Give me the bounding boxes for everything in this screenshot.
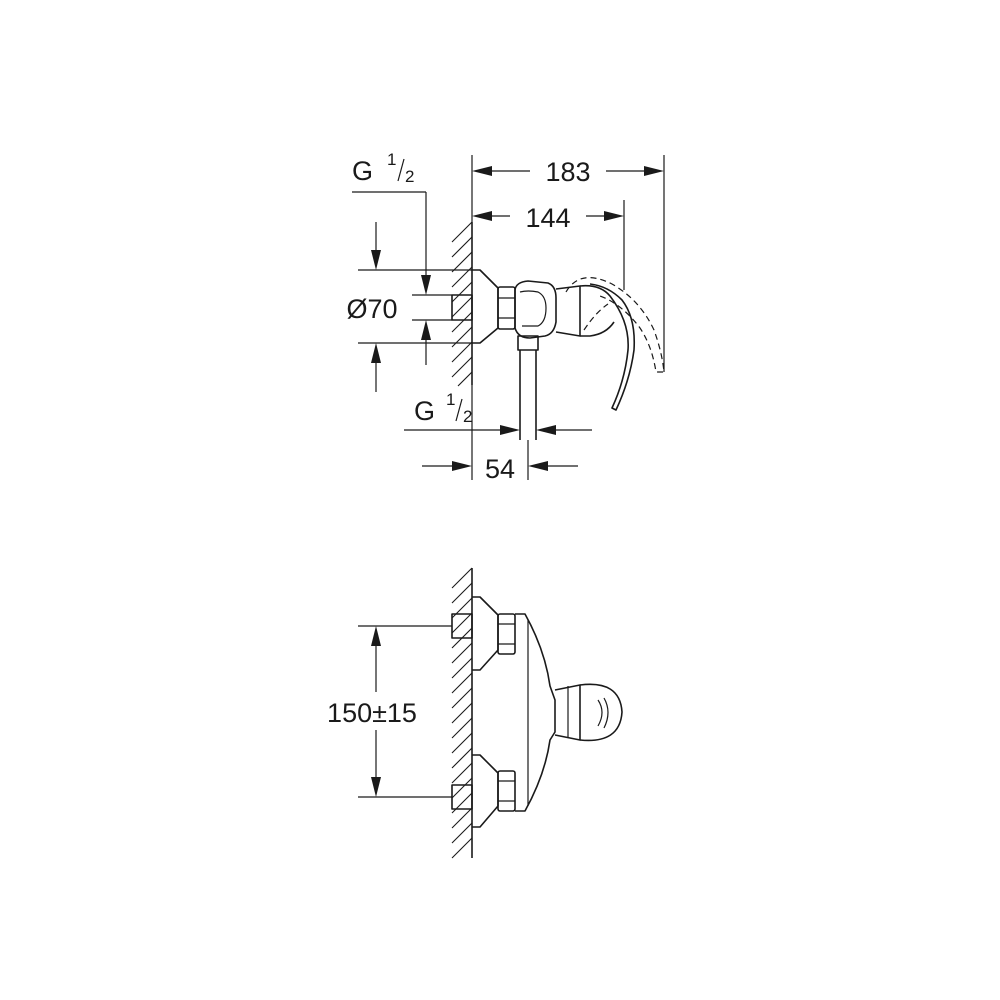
- wall-hatch-front: [451, 567, 473, 859]
- mixer-body: [514, 280, 557, 339]
- inlet-thread-den: 2: [405, 167, 414, 186]
- inlet-thread-num: 1: [387, 150, 396, 169]
- dim-outlet-thread: G 1 2: [404, 390, 592, 435]
- outlet-pipe: [517, 335, 539, 440]
- escutcheon: [472, 269, 499, 344]
- lower-inlet: [451, 754, 516, 828]
- inlet-thread-prefix: G: [352, 156, 373, 186]
- wall-hatch-side: [451, 221, 473, 387]
- lever-handle: [579, 283, 636, 411]
- dim-inlet-spacing: 150±15: [327, 625, 452, 798]
- dim-lever-projection: 144: [472, 200, 625, 290]
- dim-inlet-thread: G 1 2: [352, 150, 452, 365]
- outlet-thread-den: 2: [463, 407, 472, 426]
- dim-lever-label: 144: [525, 203, 570, 233]
- lever-knob-front: [554, 683, 623, 742]
- inlet-spacing-label: 150±15: [327, 698, 417, 728]
- front-view: 150±15: [327, 567, 623, 859]
- side-view: 183 144 G 1 2: [346, 150, 665, 484]
- dim-escutcheon-diameter: Ø70: [346, 222, 472, 392]
- outlet-offset-label: 54: [485, 454, 515, 484]
- dim-outlet-offset: 54: [422, 385, 578, 484]
- inlet-stub: [451, 294, 473, 321]
- escutcheon-diameter-label: Ø70: [346, 294, 397, 324]
- mixer-body-front: [515, 613, 556, 812]
- cartridge-housing: [555, 285, 581, 337]
- outlet-thread-prefix: G: [414, 396, 435, 426]
- connection-nut: [497, 286, 516, 330]
- outlet-thread-num: 1: [446, 390, 455, 409]
- dim-overall-label: 183: [545, 157, 590, 187]
- dim-overall-projection: 183: [471, 155, 665, 372]
